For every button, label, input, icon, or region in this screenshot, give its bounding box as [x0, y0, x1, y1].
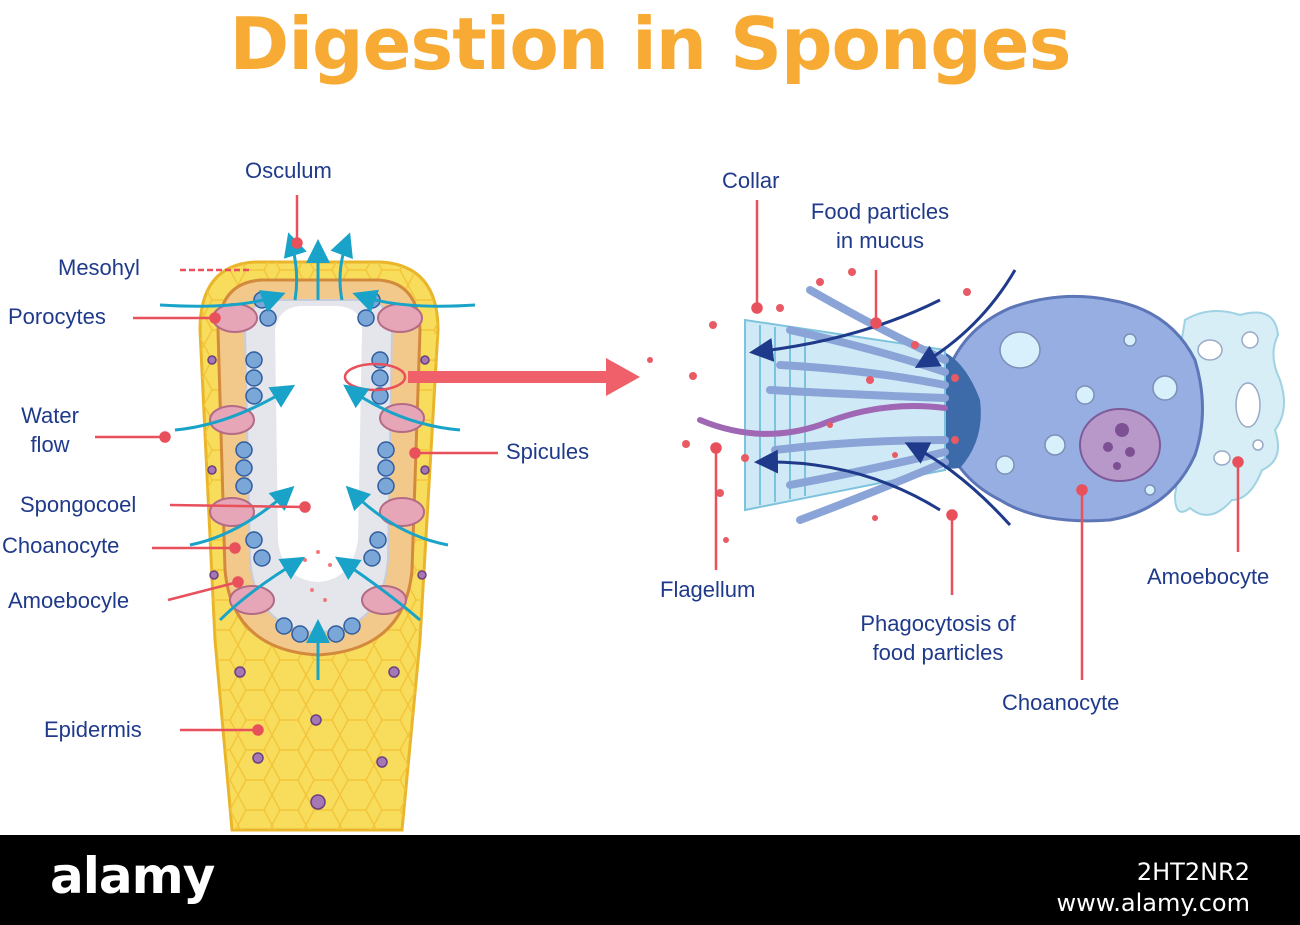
image-id-url: www.alamy.com	[1056, 889, 1250, 918]
label-food-particles-line-1: Food particles	[810, 199, 950, 224]
choanocyte-cell	[647, 268, 1285, 543]
brand-logo: alamy	[50, 847, 215, 905]
label-water-flow-line-1: Water	[21, 403, 79, 428]
label-osculum: Osculum	[245, 158, 332, 183]
label-flagellum: Flagellum	[660, 577, 756, 602]
cell-leader-lines	[710, 200, 1244, 680]
label-food-particles: Food particles in mucus	[790, 198, 970, 255]
label-phagocytosis: Phagocytosis of food particles	[838, 610, 1038, 667]
label-water-flow: Water flow	[10, 402, 90, 459]
label-spicules: Spicules	[506, 439, 590, 464]
image-id-code: 2HT2NR2	[1136, 858, 1250, 886]
label-choanocyte-cell: Choanocyte	[1002, 690, 1120, 715]
label-epidermis: Epidermis	[44, 717, 142, 742]
label-mesohyl: Mesohyl	[58, 255, 140, 280]
label-phagocytosis-line-2: food particles	[872, 639, 1004, 665]
label-water-flow-line-2: flow	[30, 431, 70, 457]
label-amoebocyte-cell: Amoebocyte	[1147, 564, 1270, 589]
label-food-particles-line-2: in mucus	[835, 227, 925, 253]
page-title: Digestion in Sponges	[229, 2, 1072, 86]
image-id: 2HT2NR2 www.alamy.com	[1057, 857, 1250, 919]
watermark-footer: alamy 2HT2NR2 www.alamy.com	[0, 835, 1300, 925]
sponge-leader-lines	[95, 195, 498, 736]
label-collar: Collar	[722, 168, 780, 193]
label-phagocytosis-line-1: Phagocytosis of	[860, 611, 1016, 636]
label-spongocoel: Spongocoel	[20, 492, 137, 517]
label-choanocyte-sponge: Choanocyte	[2, 533, 120, 558]
label-porocytes: Porocytes	[8, 304, 106, 329]
label-amoebocyte-sponge: Amoebocyle	[8, 588, 130, 613]
sponge-digestion-diagram	[95, 195, 1285, 832]
water-flow-arrows	[159, 232, 476, 680]
zoom-pointer-arrow	[408, 358, 640, 396]
